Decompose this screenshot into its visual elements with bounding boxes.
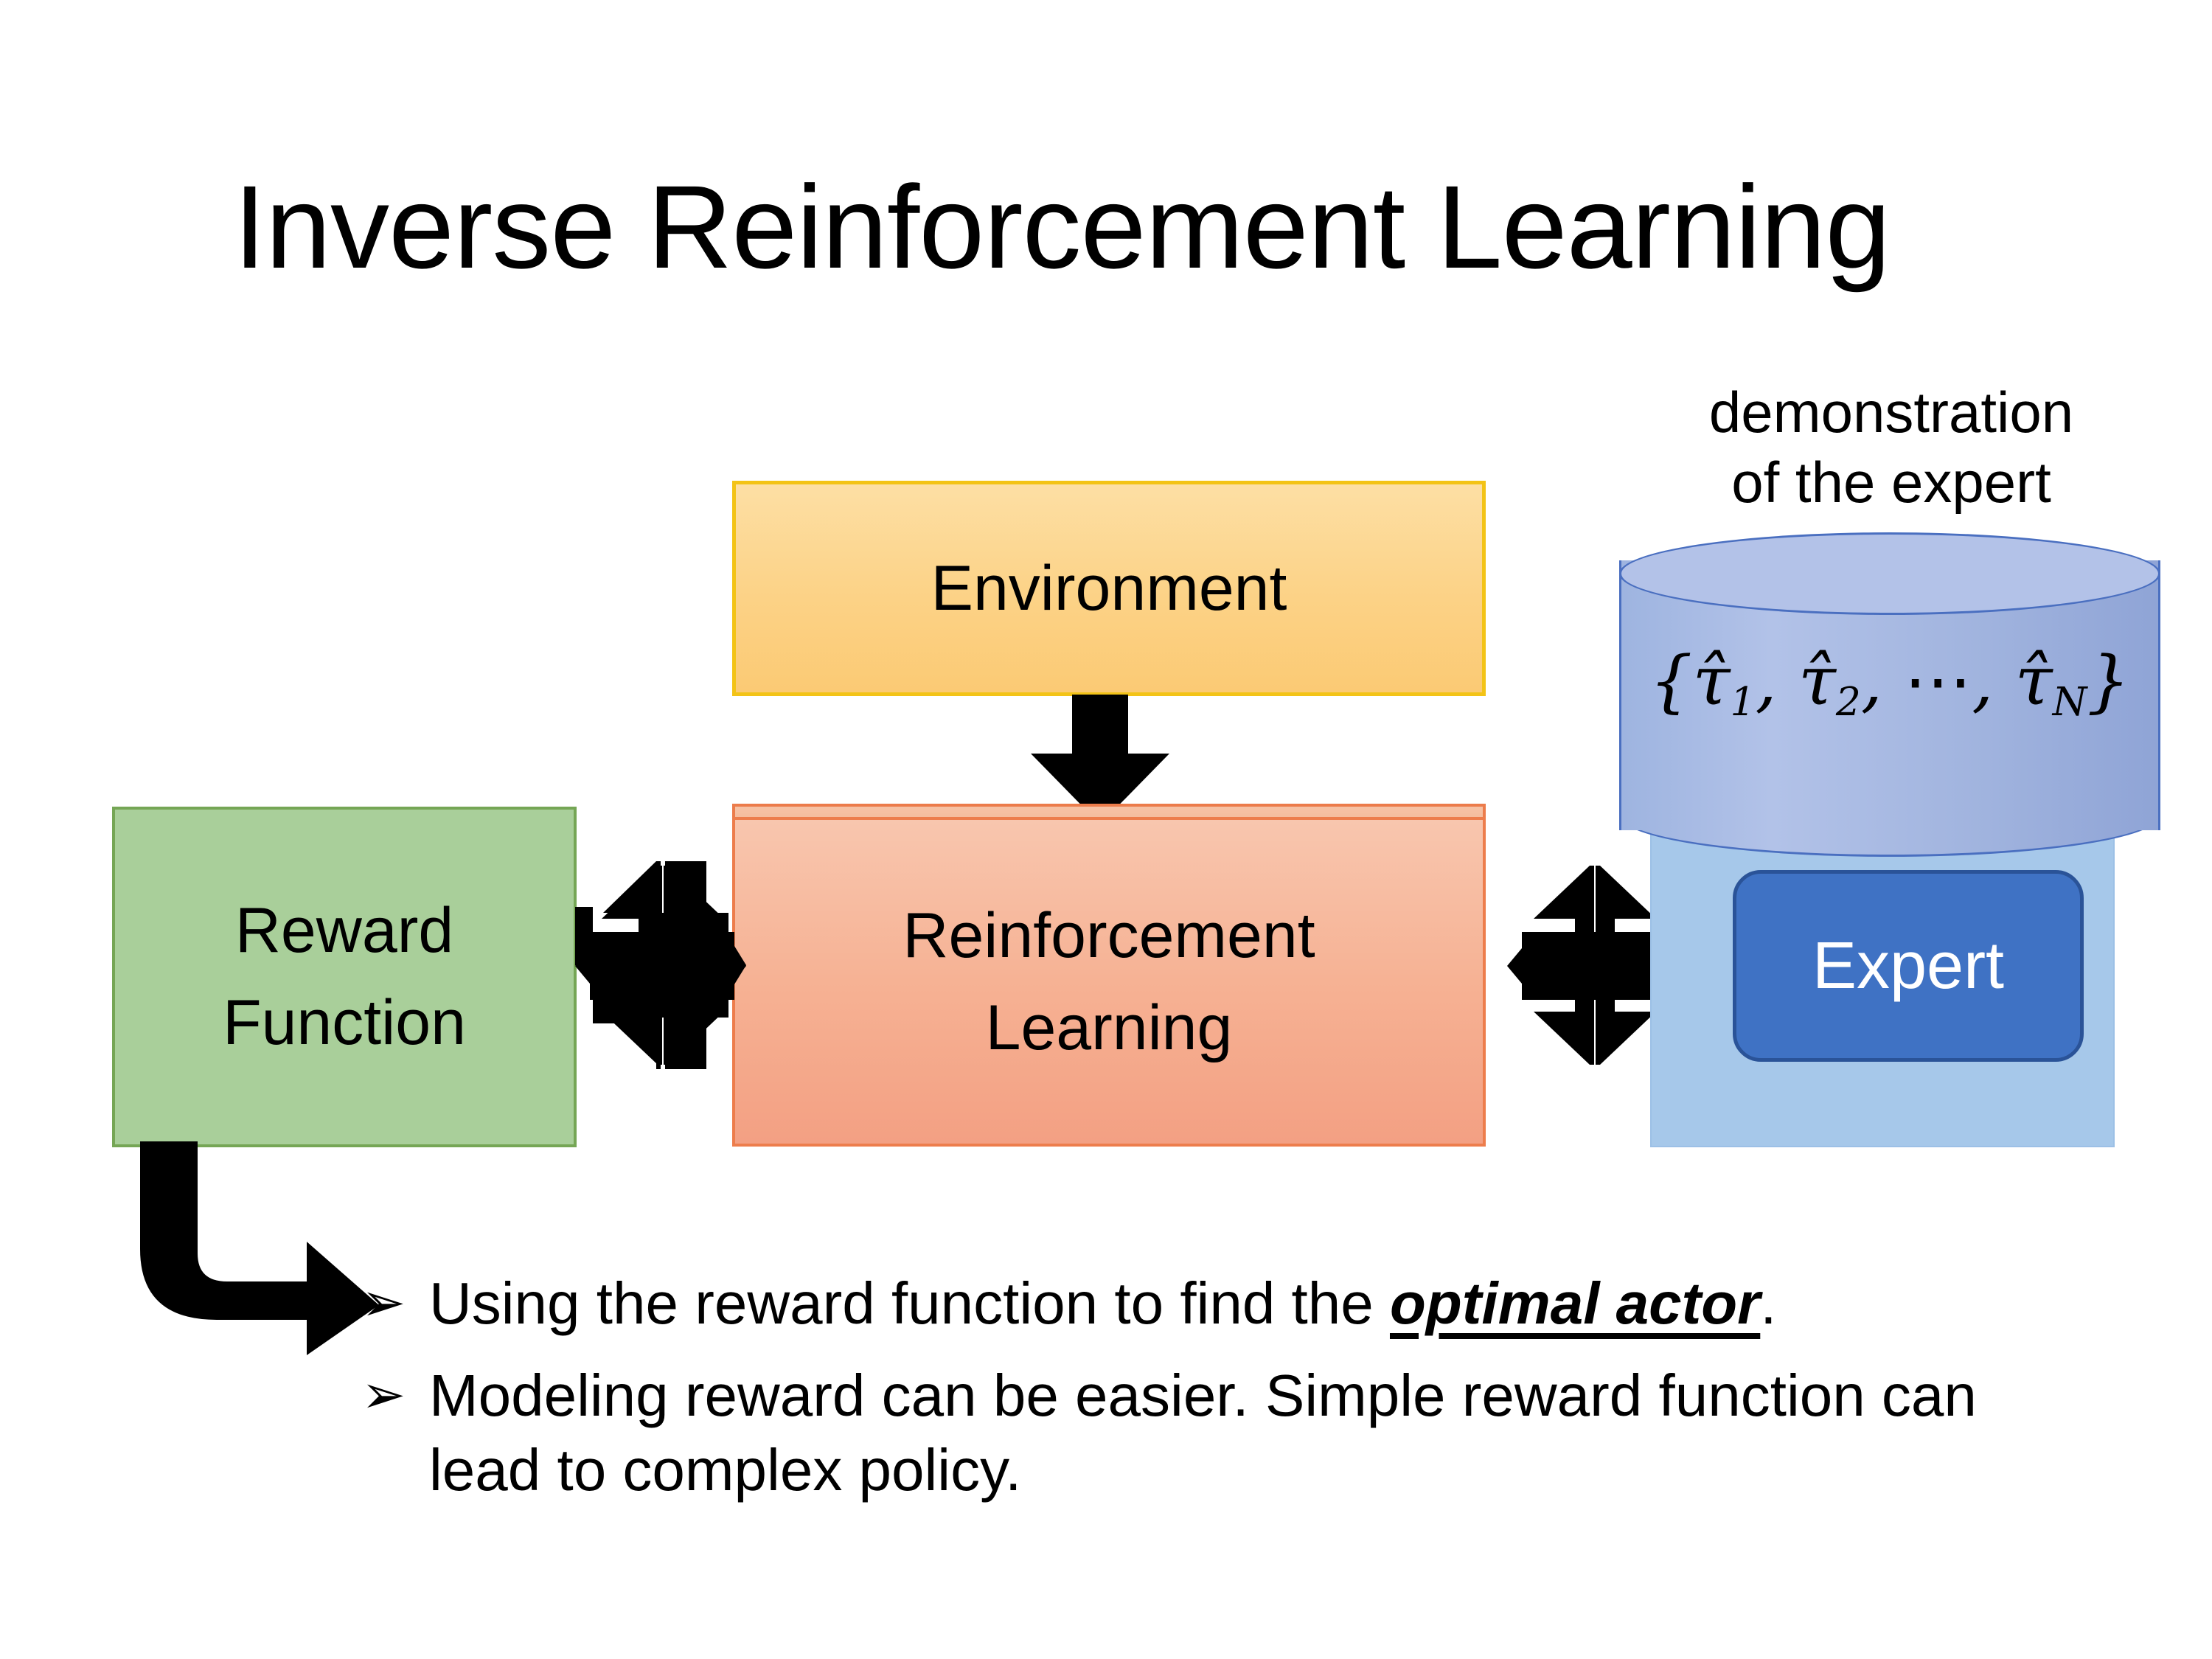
- bullet-item-1-suffix: .: [1760, 1270, 1777, 1336]
- trajectory-set-label: {τ̂1, τ̂2, ⋯, τ̂N}: [1619, 641, 2160, 725]
- bullet-arrow-icon: ➢: [361, 1365, 406, 1425]
- cylinder-top-ellipse: [1619, 532, 2160, 615]
- tau-2-symbol: τ̂: [1798, 641, 1836, 720]
- tau-n-subscript: N: [2052, 678, 2087, 725]
- comma-2: ,: [1860, 641, 1883, 720]
- reward-to-bullets-bent-arrow-icon: [140, 1141, 379, 1355]
- tau-1-subscript: 1: [1730, 678, 1756, 725]
- reward-function-box[interactable]: Reward Function: [112, 807, 577, 1147]
- expert-chip[interactable]: Expert: [1733, 870, 2084, 1062]
- bullet-item-2-text: Modeling reward can be easier. Simple re…: [429, 1362, 1977, 1503]
- environment-box[interactable]: Environment: [732, 481, 1486, 696]
- bullet-list: ➢ Using the reward function to find the …: [361, 1267, 2079, 1525]
- rl-box-label-line2: Learning: [985, 992, 1233, 1063]
- page-title: Inverse Reinforcement Learning: [233, 161, 1891, 293]
- reward-to-rl-quad-arrow-body-icon: [575, 866, 746, 1065]
- ellipsis-symbol: ⋯: [1904, 641, 1972, 720]
- demonstration-caption-line1: demonstration: [1708, 380, 2074, 445]
- environment-to-rl-arrow-icon: [1031, 695, 1169, 824]
- demonstration-caption-line2: of the expert: [1731, 450, 2051, 515]
- environment-box-label: Environment: [931, 552, 1287, 624]
- close-brace: }: [2087, 641, 2130, 720]
- rl-to-expert-quad-arrow-icon: [1507, 866, 1678, 1065]
- tau-2-subscript: 2: [1835, 678, 1861, 725]
- demonstration-cylinder[interactable]: {τ̂1, τ̂2, ⋯, τ̂N}: [1619, 532, 2160, 857]
- tau-n-symbol: τ̂: [2014, 641, 2053, 720]
- reward-box-label-line2: Function: [223, 987, 466, 1058]
- comma-1: ,: [1755, 641, 1777, 720]
- reward-box-label-line1: Reward: [234, 895, 454, 967]
- reinforcement-learning-box[interactable]: Reinforcement Learning: [732, 817, 1486, 1147]
- comma-3: ,: [1972, 641, 1994, 720]
- bullet-item-1: ➢ Using the reward function to find the …: [361, 1267, 2079, 1341]
- bullet-arrow-icon: ➢: [361, 1273, 406, 1332]
- bullet-item-2: ➢ Modeling reward can be easier. Simple …: [361, 1359, 2079, 1508]
- tau-1-symbol: τ̂: [1692, 641, 1731, 720]
- bullet-item-1-text: Using the reward function to find the op…: [429, 1267, 2079, 1341]
- open-brace: {: [1649, 641, 1693, 720]
- bullet-item-1-prefix: Using the reward function to find the: [429, 1270, 1390, 1336]
- rl-box-label-line1: Reinforcement: [902, 900, 1315, 971]
- expert-chip-label: Expert: [1812, 928, 2005, 1003]
- bullet-item-1-emphasis: optimal actor: [1389, 1270, 1761, 1336]
- demonstration-caption: demonstration of the expert: [1637, 378, 2146, 518]
